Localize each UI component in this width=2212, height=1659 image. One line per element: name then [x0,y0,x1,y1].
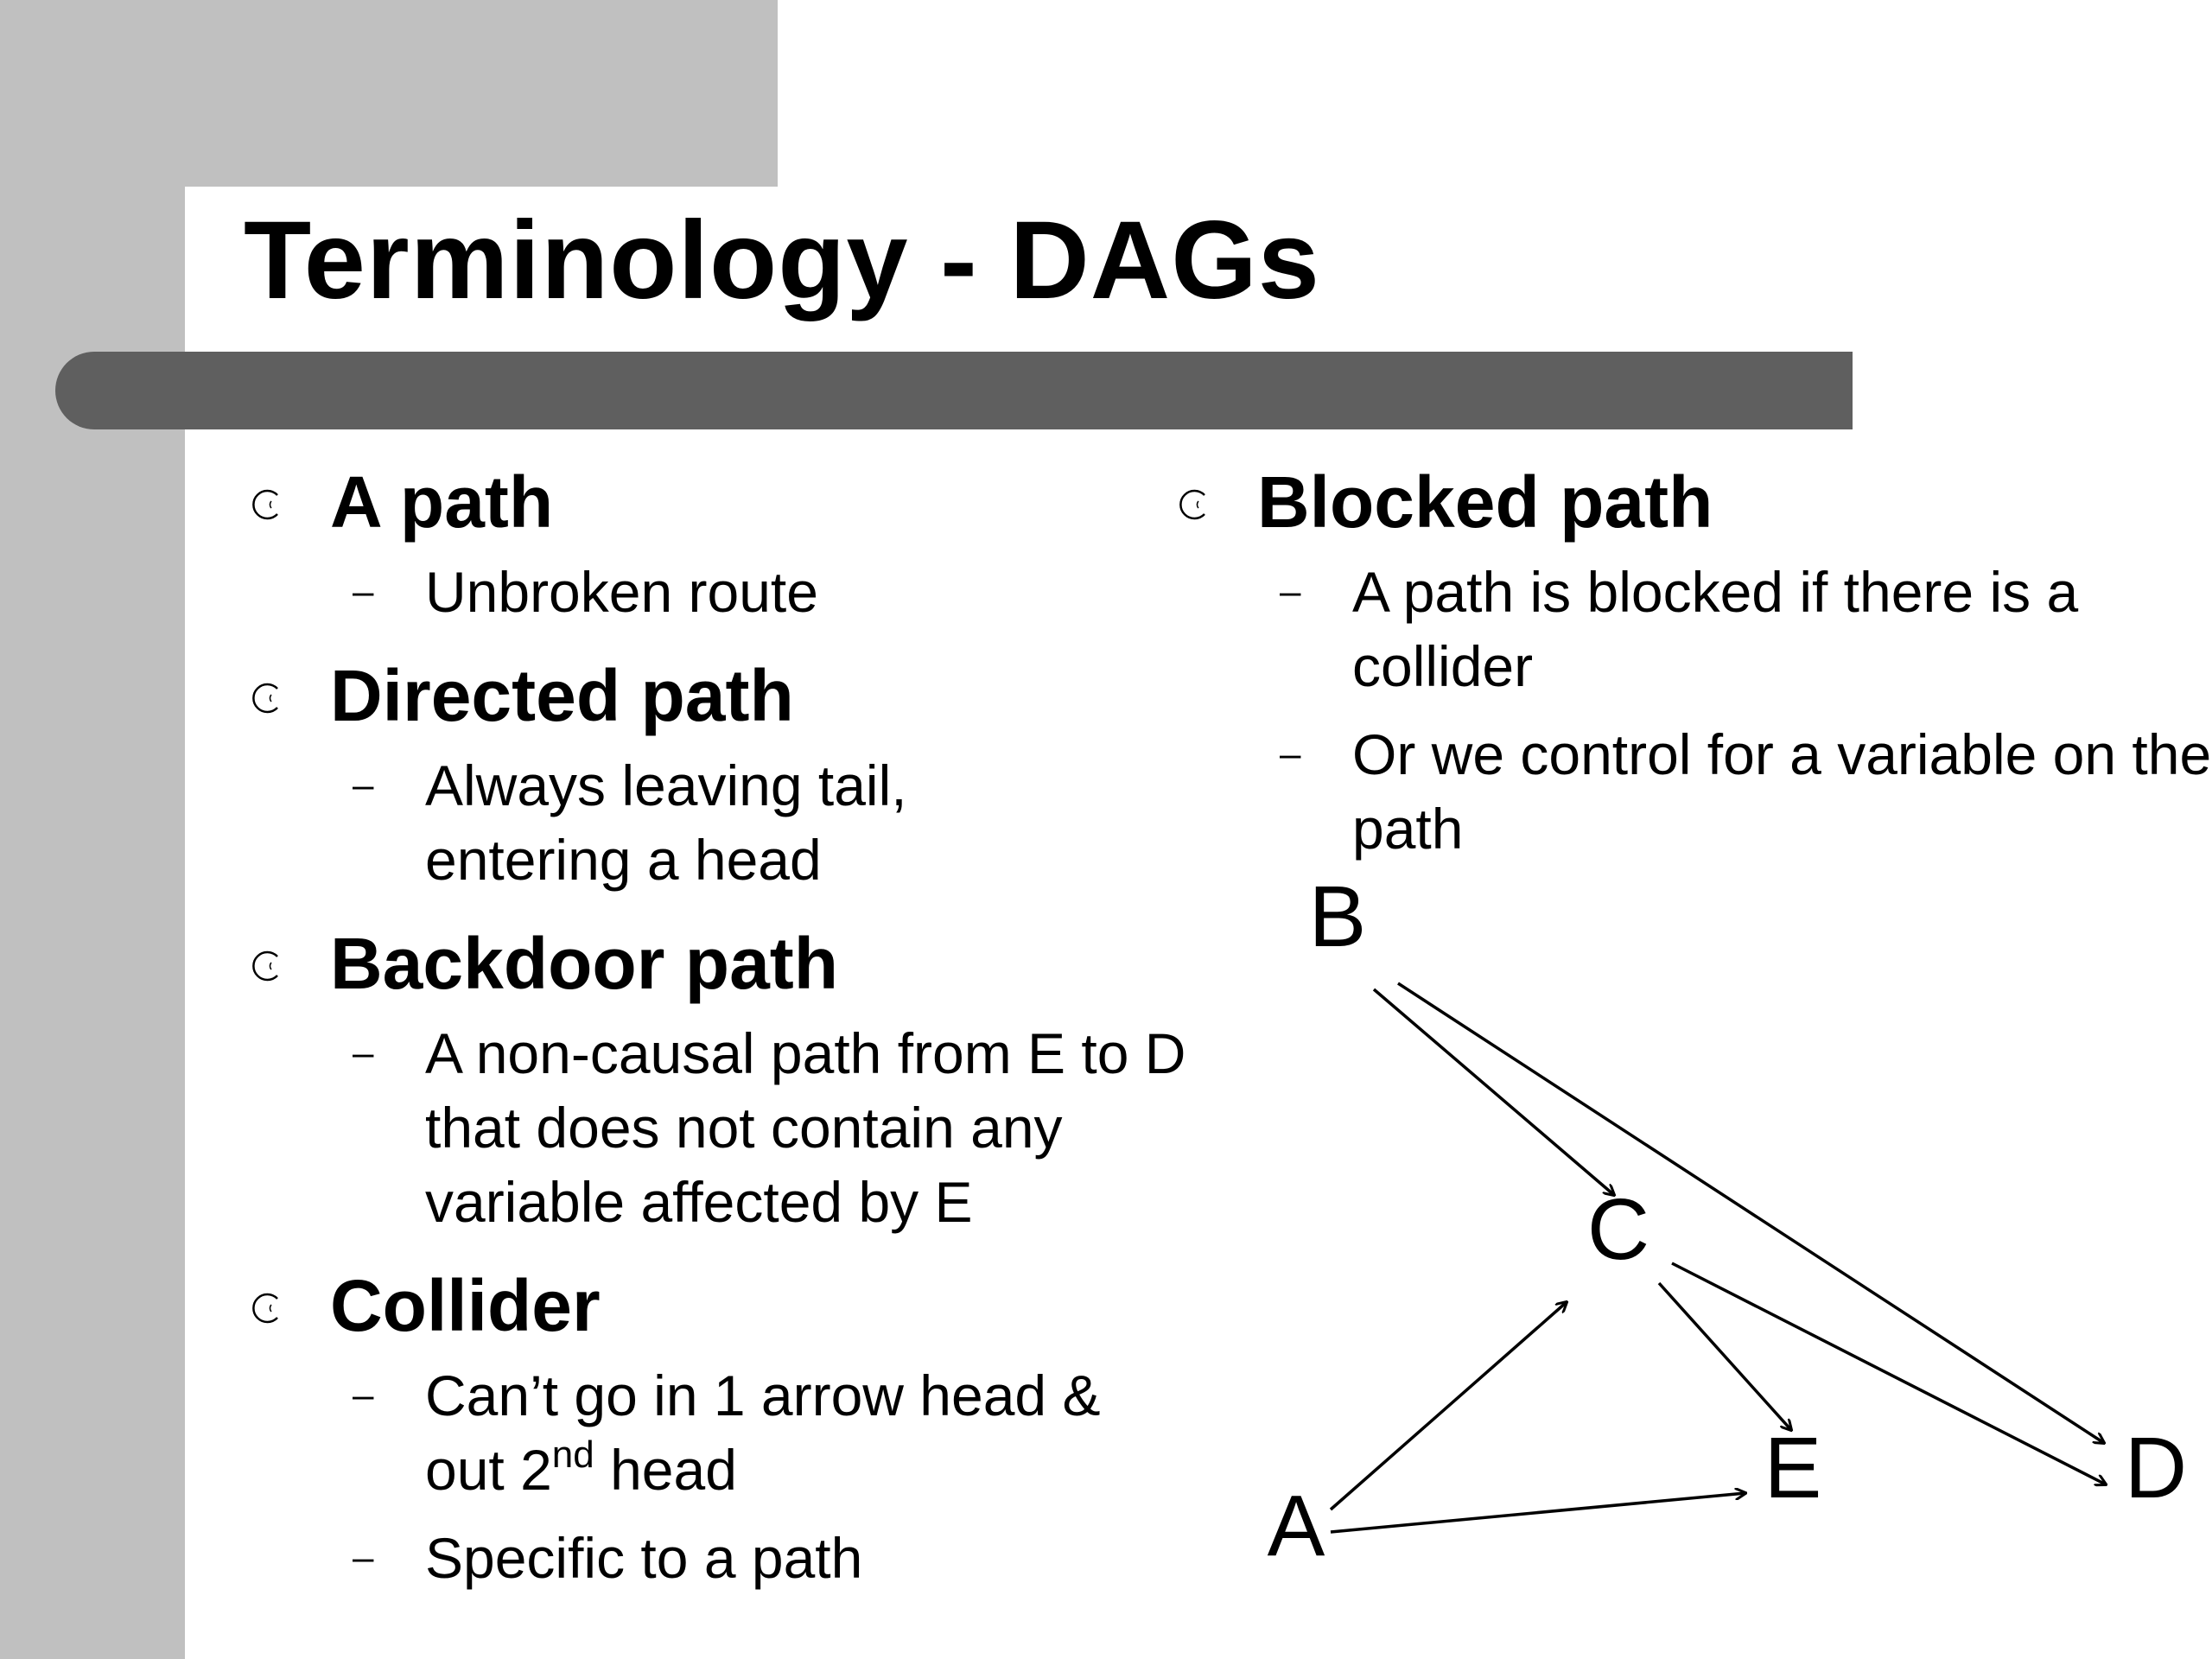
edge-A-C [1329,1302,1567,1511]
bullet-heading: Collider [330,1265,601,1346]
dash-marker: – [353,1536,374,1579]
dash-marker: – [353,570,374,613]
node-A: A [1268,1478,1325,1574]
sub-bullet: – A path is blocked if there is a collide… [1257,555,2212,703]
dash-marker: – [1280,570,1301,613]
sub-bullet-text: Or we control for a variable on the path [1352,722,2212,861]
sub-bullet: – Or we control for a variable on the pat… [1257,717,2212,866]
dash-marker: – [353,1032,374,1074]
edge-C-E [1657,1281,1791,1430]
hollow-circle-bullet-icon [252,489,278,520]
edge-C-D [1671,1262,2106,1484]
sub-bullet: – Always leaving tail, entering a head [330,748,1082,897]
bullet-heading: Backdoor path [330,923,839,1004]
sub-bullet: – Can’t go in 1 arrow head & out 2nd head [330,1358,1134,1507]
bullet-heading: Blocked path [1257,461,1713,543]
slide-content-panel [185,187,2212,1659]
bullet-heading: Directed path [330,655,794,736]
hollow-circle-bullet-icon [1179,489,1205,520]
sub-bullet: – Specific to a path [330,1521,1166,1595]
slide-title: Terminology - DAGs [244,199,1320,322]
bullet-collider: Collider – Can’t go in 1 arrow head & out… [251,1253,1166,1595]
hollow-circle-bullet-icon [252,683,278,714]
hollow-circle-bullet-icon [252,950,278,982]
edge-B-C [1372,988,1614,1195]
sub-bullet-text-tail: head [594,1438,737,1502]
sub-bullet-text: Can’t go in 1 arrow head & out 2 [425,1363,1101,1502]
right-bullet-column: Blocked path – A path is blocked if there… [1178,449,2211,880]
bullet-directed-path: Directed path – Always leaving tail, ente… [251,643,1166,897]
node-E: E [1764,1420,1822,1516]
dash-marker: – [353,764,374,806]
sub-bullet: – Unbroken route [330,555,1166,629]
node-D: D [2125,1420,2187,1516]
node-C: C [1587,1181,1649,1278]
sub-bullet-text: Unbroken route [425,560,818,624]
edge-B-D [1397,982,2104,1443]
bullet-blocked-path: Blocked path – A path is blocked if there… [1178,449,2211,866]
sub-bullet-text: Specific to a path [425,1526,863,1590]
sub-bullet: – A non-causal path from E to D that does… [330,1016,1203,1239]
bullet-a-path: A path – Unbroken route [251,449,1166,629]
node-B: B [1309,868,1367,965]
dash-marker: – [353,1374,374,1416]
hollow-circle-bullet-icon [252,1293,278,1324]
slide-background-left-band [0,0,185,1659]
superscript-nd: nd [551,1433,594,1476]
sub-bullet-text: Always leaving tail, entering a head [425,753,907,892]
title-underline-bar [55,352,1853,429]
edge-A-E [1330,1493,1745,1534]
left-bullet-column: A path – Unbroken route Directed path – Al… [251,449,1185,1609]
bullet-backdoor-path: Backdoor path – A non-causal path from E … [251,911,1185,1239]
dash-marker: – [1280,733,1301,775]
bullet-heading: A path [330,461,554,543]
sub-bullet-text: A non-causal path from E to D that does … [425,1021,1186,1234]
sub-bullet-text: A path is blocked if there is a collider [1352,560,2079,698]
